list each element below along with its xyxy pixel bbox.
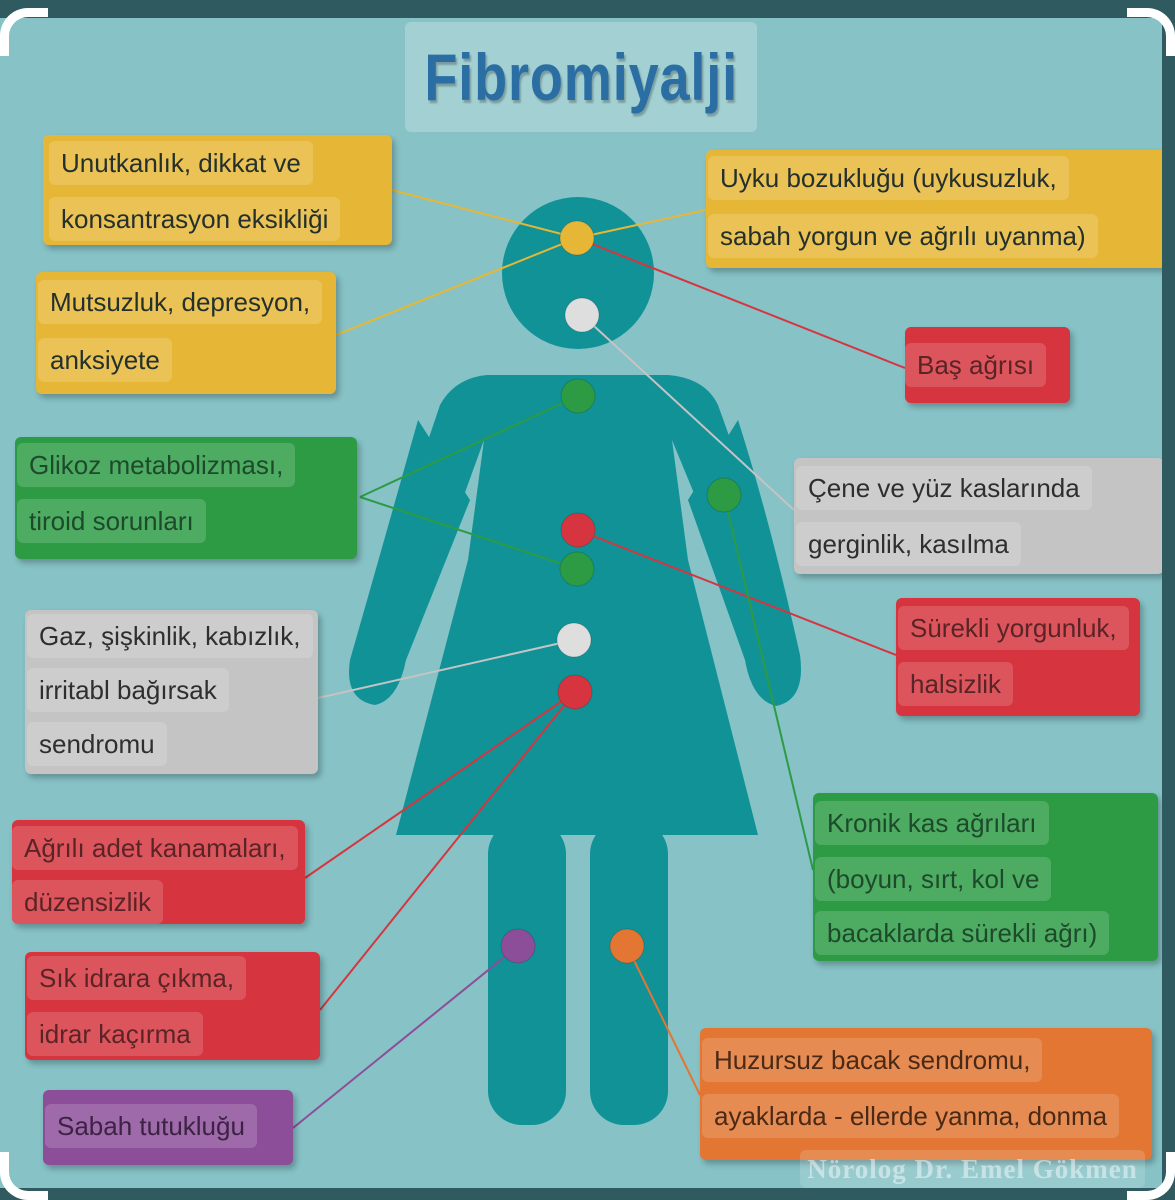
label-line: Çene ve yüz kaslarında	[796, 466, 1092, 510]
figure-right-leg	[590, 820, 668, 1125]
frame-right	[1162, 0, 1175, 1200]
label-glucose: Glikoz metabolizması, tiroid sorunları	[15, 437, 357, 559]
label-urinary: Sık idrara çıkma, idrar kaçırma	[25, 952, 320, 1060]
label-line: Mutsuzluk, depresyon,	[38, 280, 323, 324]
label-line: bacaklarda sürekli ağrı)	[815, 911, 1110, 955]
label-line: Sürekli yorgunluk,	[898, 606, 1129, 650]
label-jaw: Çene ve yüz kaslarında gerginlik, kasılm…	[794, 458, 1164, 574]
dot-pelvis-red	[557, 674, 593, 710]
figure-left-leg	[488, 820, 566, 1125]
label-line: halsizlik	[898, 662, 1014, 706]
label-line: anksiyete	[38, 338, 172, 382]
label-line: düzensizlik	[12, 880, 164, 924]
label-line: Ağrılı adet kanamaları,	[12, 826, 298, 870]
crop-corner-bottom-left[interactable]	[0, 1152, 48, 1200]
label-line: Huzursuz bacak sendromu,	[702, 1038, 1043, 1082]
label-line: sendromu	[27, 722, 167, 766]
female-figure	[349, 197, 801, 1125]
label-line: konsantrasyon eksikliği	[49, 197, 341, 241]
body-points	[500, 220, 742, 964]
dot-neck-green	[560, 378, 596, 414]
crop-corner-top-right[interactable]	[1127, 8, 1175, 56]
label-line: irritabl bağırsak	[27, 668, 229, 712]
label-line: Glikoz metabolizması,	[17, 443, 296, 487]
label-line: Sabah tutukluğu	[45, 1104, 257, 1148]
dot-chest-green	[559, 551, 595, 587]
label-line: idrar kaçırma	[27, 1012, 203, 1056]
dot-knee-orange	[609, 928, 645, 964]
author-credit: Nörolog Dr. Emel Gökmen	[800, 1150, 1145, 1188]
label-line: ayaklarda - ellerde yanma, donma	[702, 1094, 1120, 1138]
label-line: gerginlik, kasılma	[796, 522, 1021, 566]
label-line: Gaz, şişkinlik, kabızlık,	[27, 614, 313, 658]
label-depression: Mutsuzluk, depresyon, anksiyete	[36, 272, 336, 394]
dot-chest-red	[560, 512, 596, 548]
connector-lines	[292, 189, 906, 1129]
label-fatigue: Sürekli yorgunluk, halsizlik	[896, 598, 1140, 716]
dot-knee-purple	[500, 928, 536, 964]
label-line: Unutkanlık, dikkat ve	[49, 141, 313, 185]
label-line: Uyku bozukluğu (uykusuzluk,	[708, 156, 1069, 200]
label-sleep: Uyku bozukluğu (uykusuzluk, sabah yorgun…	[706, 150, 1166, 268]
figure-head	[502, 197, 654, 349]
label-menstrual: Ağrılı adet kanamaları, düzensizlik	[12, 820, 305, 924]
label-restless: Huzursuz bacak sendromu, ayaklarda - ell…	[700, 1028, 1152, 1160]
label-line: Baş ağrısı	[905, 343, 1047, 387]
dot-belly-gray	[556, 622, 592, 658]
frame-top	[0, 0, 1175, 18]
crop-corner-bottom-right[interactable]	[1127, 1152, 1175, 1200]
dot-face-gray	[564, 297, 600, 333]
label-muscle: Kronik kas ağrıları (boyun, sırt, kol ve…	[813, 793, 1158, 961]
crop-corner-top-left[interactable]	[0, 8, 48, 56]
label-line: Sık idrara çıkma,	[27, 956, 247, 1000]
frame-bottom	[0, 1188, 1175, 1200]
label-line: tiroid sorunları	[17, 499, 206, 543]
label-headache: Baş ağrısı	[905, 327, 1070, 403]
label-stiffness: Sabah tutukluğu	[43, 1090, 293, 1165]
label-bowel: Gaz, şişkinlik, kabızlık, irritabl bağır…	[25, 610, 318, 774]
label-forgetfulness: Unutkanlık, dikkat ve konsantrasyon eksi…	[43, 135, 392, 245]
dot-head-yellow	[559, 220, 595, 256]
label-line: Kronik kas ağrıları	[815, 801, 1049, 845]
figure-torso-dress	[396, 375, 758, 835]
label-line: sabah yorgun ve ağrılı uyanma)	[708, 214, 1098, 258]
page-title: Fibromiyalji	[424, 40, 738, 114]
dot-shoulder-green	[706, 477, 742, 513]
label-line: (boyun, sırt, kol ve	[815, 857, 1052, 901]
figure-left-arm	[349, 420, 470, 705]
title-box: Fibromiyalji	[405, 22, 757, 132]
